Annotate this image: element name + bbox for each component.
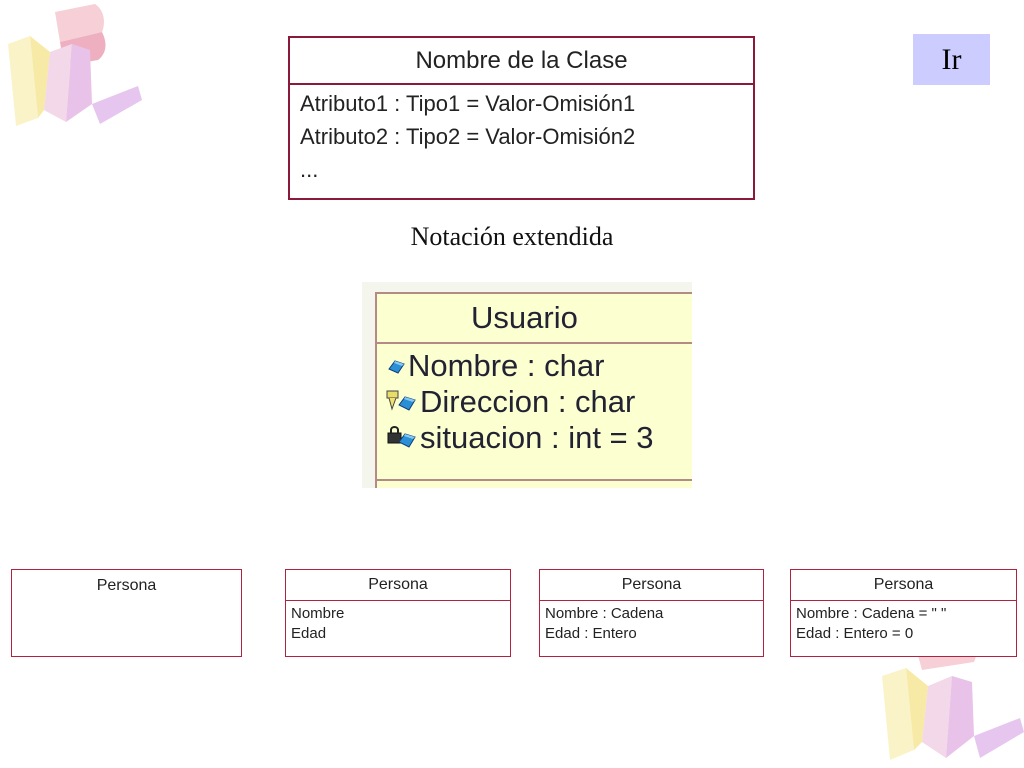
attribute-line: Nombre : Cadena = " ": [796, 605, 947, 622]
persona-class-name: Persona: [286, 570, 510, 601]
class-name: Nombre de la Clase: [290, 38, 753, 85]
persona-class-box: Persona Nombre : Cadena = " " Edad : Ent…: [790, 569, 1017, 657]
usuario-operations-divider: [377, 479, 692, 481]
class-attributes: Atributo1 : Tipo1 = Valor-Omisión1 Atrib…: [290, 85, 753, 188]
attribute-text: situacion : int = 3: [420, 420, 654, 455]
persona-attributes: Nombre : Cadena = " " Edad : Entero = 0: [791, 601, 1016, 647]
usuario-class-image: Usuario Nombre : char Direccion : char: [362, 282, 692, 488]
persona-class-box: Persona: [11, 569, 242, 657]
persona-class-name: Persona: [540, 570, 763, 601]
persona-attributes: Nombre Edad: [286, 601, 510, 647]
persona-class-box: Persona Nombre Edad: [285, 569, 511, 657]
public-attribute-icon: [388, 360, 405, 374]
usuario-attribute: Direccion : char: [377, 384, 692, 420]
ir-button[interactable]: Ir: [913, 34, 990, 85]
attribute-line: Edad : Entero: [545, 625, 637, 642]
persona-class-name: Persona: [96, 576, 157, 594]
caption-extended-notation: Notación extendida: [410, 222, 614, 251]
persona-class-box: Persona Nombre : Cadena Edad : Entero: [539, 569, 764, 657]
usuario-class-name: Usuario: [377, 294, 692, 344]
uml-logo-icon: [8, 4, 142, 126]
protected-attribute-icon: [386, 390, 416, 411]
usuario-attribute: Nombre : char: [377, 348, 692, 384]
private-attribute-icon: [387, 426, 416, 448]
attribute-line: Atributo1 : Tipo1 = Valor-Omisión1: [300, 91, 636, 116]
usuario-class-box: Usuario Nombre : char Direccion : char: [375, 292, 692, 488]
persona-class-name: Persona: [791, 570, 1016, 601]
uml-logo-icon: [882, 640, 1024, 760]
usuario-attribute: situacion : int = 3: [377, 420, 692, 456]
attribute-line: ...: [300, 157, 319, 182]
class-notation-box: Nombre de la Clase Atributo1 : Tipo1 = V…: [288, 36, 755, 200]
attribute-line: Edad : Entero = 0: [796, 625, 914, 642]
attribute-line: Nombre : Cadena: [545, 605, 664, 622]
attribute-line: Atributo2 : Tipo2 = Valor-Omisión2: [300, 124, 636, 149]
usuario-attributes: Nombre : char Direccion : char s: [377, 344, 692, 456]
persona-attributes: Nombre : Cadena Edad : Entero: [540, 601, 763, 647]
attribute-text: Nombre : char: [408, 348, 605, 383]
attribute-text: Direccion : char: [420, 384, 636, 419]
attribute-line: Nombre: [291, 605, 345, 622]
attribute-line: Edad: [291, 625, 327, 642]
